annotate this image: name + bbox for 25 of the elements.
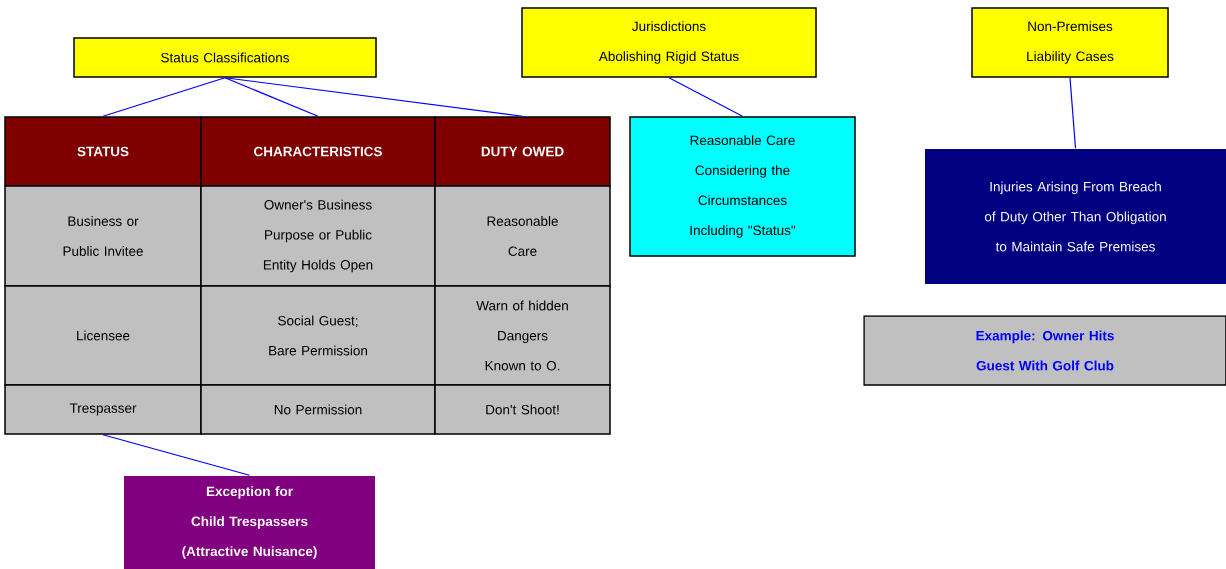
table-cell: Social Guest; Bare Permission (200, 285, 436, 386)
example-box: Example: Owner Hits Guest With Golf Club (863, 315, 1226, 386)
table-cell: Warn of hidden Dangers Known to O. (434, 285, 611, 386)
table-cell: Business or Public Invitee (4, 185, 202, 287)
connector-line (668, 77, 744, 117)
heading-box: Non-Premises Liability Cases (971, 7, 1169, 78)
table-header-cell: DUTY OWED (434, 116, 611, 187)
table-header-cell: CHARACTERISTICS (200, 116, 436, 187)
table-cell: Reasonable Care (434, 185, 611, 287)
table-header-cell: STATUS (4, 116, 202, 187)
result-box: Injuries Arising From Breach of Duty Other Than Obligation to Maintain Safe Premises (925, 149, 1226, 284)
table-cell: No Permission (200, 384, 436, 435)
exception-box: Exception for Child Trespassers (Attractive Nuisance) (124, 476, 375, 569)
connector-line (102, 434, 251, 476)
connector-line (224, 77, 319, 117)
heading-box: Jurisdictions Abolishing Rigid Status (521, 7, 817, 78)
table-cell: Owner's Business Purpose or Public Entity Holds Open (200, 185, 436, 287)
heading-box: Status Classifications (73, 37, 377, 78)
table-cell: Licensee (4, 285, 202, 386)
connector-line (224, 77, 524, 117)
connector-line (1069, 77, 1077, 149)
table-cell: Don't Shoot! (434, 384, 611, 435)
table-cell: Trespasser (4, 384, 202, 435)
result-box: Reasonable Care Considering the Circumstances Including "Status" (629, 116, 856, 257)
connector-line (102, 77, 226, 117)
